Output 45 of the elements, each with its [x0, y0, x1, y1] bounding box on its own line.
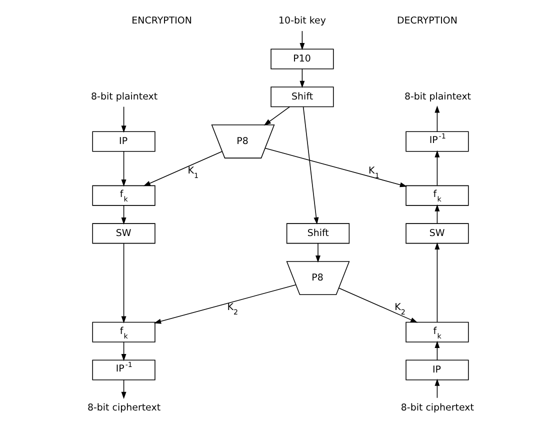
arrow	[142, 151, 222, 186]
label: DECRYPTION	[396, 16, 457, 27]
arrow	[434, 378, 440, 398]
arrow	[434, 106, 440, 132]
arrow	[434, 242, 440, 323]
arrow	[153, 284, 296, 324]
arrow	[302, 106, 318, 224]
arrow	[299, 68, 304, 88]
node-text: 8-bit ciphertext	[86, 402, 160, 414]
node-box: Shift	[286, 223, 350, 244]
edge-label: K$_{2}$	[394, 302, 405, 317]
node-text: 8-bit ciphertext	[400, 402, 474, 414]
arrow	[120, 243, 126, 324]
arrow	[338, 288, 418, 323]
arrow	[120, 342, 126, 362]
node-text: 10-bit key	[278, 16, 326, 27]
edge-label: K$_{1}$	[187, 166, 198, 180]
node-box: f$_{k}$	[92, 322, 155, 342]
arrow	[434, 204, 440, 224]
node-text: 8-bit plaintext	[404, 91, 471, 102]
node-box: SW	[92, 223, 155, 244]
node-box: Shift	[270, 86, 334, 108]
arrow	[120, 205, 126, 225]
node-box: f$_{k}$	[405, 185, 468, 206]
node-box: SW	[405, 223, 468, 244]
arrow	[434, 150, 440, 186]
arrow	[299, 30, 304, 50]
arrow	[120, 380, 126, 400]
label: ENCRYPTION	[131, 16, 192, 27]
arrow	[263, 106, 290, 126]
arrow	[264, 148, 407, 188]
edge-label: K$_{1}$	[368, 166, 379, 180]
node-box: IP$^{-1}$	[405, 131, 468, 152]
node-box: IP	[405, 360, 468, 380]
arrow	[120, 151, 126, 187]
edge-label: K$_{2}$	[226, 302, 238, 317]
arrow	[315, 242, 320, 263]
node-box: IP	[92, 131, 155, 152]
arrow	[120, 106, 126, 133]
node-box: IP$^{-1}$	[92, 360, 155, 380]
node-text: 8-bit plaintext	[90, 91, 158, 102]
arrow	[434, 340, 440, 360]
node-box: P10	[270, 48, 334, 70]
node-box: f$_{k}$	[92, 185, 155, 206]
node-box: f$_{k}$	[405, 322, 468, 342]
